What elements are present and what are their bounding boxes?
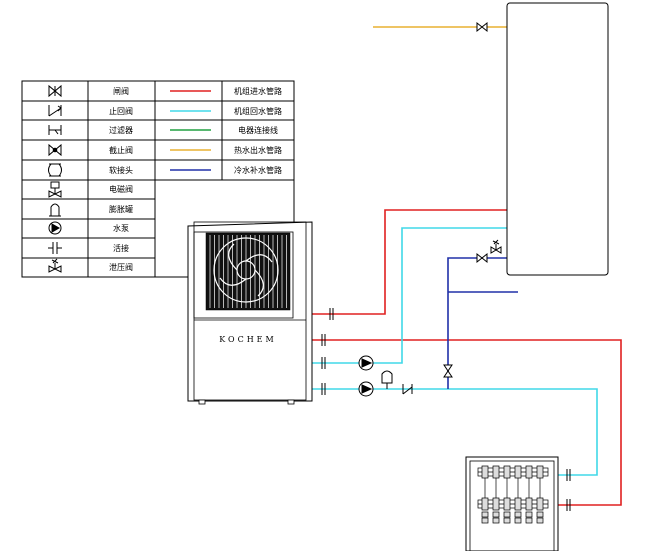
manifold-nozzle <box>503 517 511 524</box>
inlet-pipe-tank <box>312 209 507 315</box>
inlet-pipe-floor <box>312 339 622 506</box>
legend-label-pressure-relief-valve: 泄压阀 <box>109 262 133 272</box>
legend-label-gate-valve: 闸阀 <box>113 87 129 96</box>
legend-label-water-pump: 水泵 <box>113 223 129 233</box>
fan-grille <box>205 232 291 311</box>
legend-label-inlet-pipe: 机组进水管路 <box>234 86 282 96</box>
strainer-icon <box>48 125 62 135</box>
manifold-nozzle <box>514 511 522 518</box>
manifold-nozzle <box>492 511 500 518</box>
pressure-relief-valve-icon <box>490 239 502 254</box>
manifold-valve <box>481 465 489 479</box>
pressure-relief-valve-icon <box>48 258 62 273</box>
legend-label-hot-water-pipe: 热水出水管路 <box>234 145 282 155</box>
manifold-valve <box>525 497 533 511</box>
water-pump-icon <box>358 381 374 397</box>
union-joint-icon <box>321 357 326 369</box>
legend-label-cold-makeup-pipe: 冷水补水管路 <box>234 165 282 175</box>
manifold-nozzle <box>536 511 544 518</box>
flexible-joint-icon <box>48 163 62 177</box>
manifold-nozzle <box>492 517 500 524</box>
manifold-valve <box>514 497 522 511</box>
union-joint-icon <box>321 383 326 395</box>
legend-label-flexible-joint: 软接头 <box>109 165 133 175</box>
union-joint-icon <box>321 334 326 346</box>
manifold-valve <box>492 465 500 479</box>
manifold-nozzle <box>514 517 522 524</box>
cold-makeup-pipe <box>447 257 507 389</box>
solenoid-valve-icon <box>48 181 62 198</box>
legend-label-union-joint: 活接 <box>113 243 129 253</box>
legend-label-electric-line: 电器连接线 <box>238 125 278 135</box>
manifold-nozzle <box>481 511 489 518</box>
manifold-valve <box>514 465 522 479</box>
manifold-nozzle <box>503 511 511 518</box>
legend-label-check-valve: 止回阀 <box>109 106 133 116</box>
water-pump-icon <box>358 355 374 371</box>
expansion-tank-icon <box>381 370 393 389</box>
manifold-valve <box>536 465 544 479</box>
manifold-valve <box>503 497 511 511</box>
manifold-nozzle <box>525 517 533 524</box>
check-valve-icon <box>48 105 62 117</box>
check-valve-icon <box>402 384 413 395</box>
legend-label-strainer: 过滤器 <box>109 125 133 135</box>
manifold-nozzle <box>481 517 489 524</box>
manifold-valve <box>503 465 511 479</box>
manifold-valve <box>492 497 500 511</box>
legend-label-expansion-tank: 膨胀罐 <box>109 204 133 214</box>
legend-label-return-pipe: 机组回水管路 <box>234 106 282 116</box>
legend-label-solenoid-valve: 电磁阀 <box>109 184 133 194</box>
storage-tank <box>506 2 609 276</box>
expansion-tank-icon <box>49 203 61 217</box>
union-joint-icon <box>566 499 571 511</box>
gate-valve-icon <box>476 21 488 33</box>
manifold-nozzle <box>536 517 544 524</box>
union-joint-icon <box>48 242 62 254</box>
water-pump-icon <box>48 221 62 235</box>
manifold-valve <box>525 465 533 479</box>
gate-valve-icon <box>443 364 453 378</box>
stop-valve-icon <box>48 143 62 157</box>
union-joint-icon <box>566 469 571 481</box>
union-joint-icon <box>329 308 334 320</box>
floor-heating-manifold <box>465 456 559 551</box>
manifold-valve <box>536 497 544 511</box>
brand-label: KOCHEM <box>219 335 276 344</box>
gate-valve-icon <box>48 84 62 98</box>
manifold-nozzle <box>525 511 533 518</box>
legend-table: 闸阀 止回阀 过滤器 截止阀 软接头 电磁阀 膨胀罐 水泵 活接 泄压阀 机组进… <box>21 80 295 278</box>
return-pipe-tank <box>312 227 507 364</box>
gate-valve-icon <box>476 252 488 264</box>
legend-label-stop-valve: 截止阀 <box>109 145 133 155</box>
return-pipe-floor <box>312 388 598 476</box>
manifold-valve <box>481 497 489 511</box>
heat-pump-unit: KOCHEM <box>187 221 313 405</box>
